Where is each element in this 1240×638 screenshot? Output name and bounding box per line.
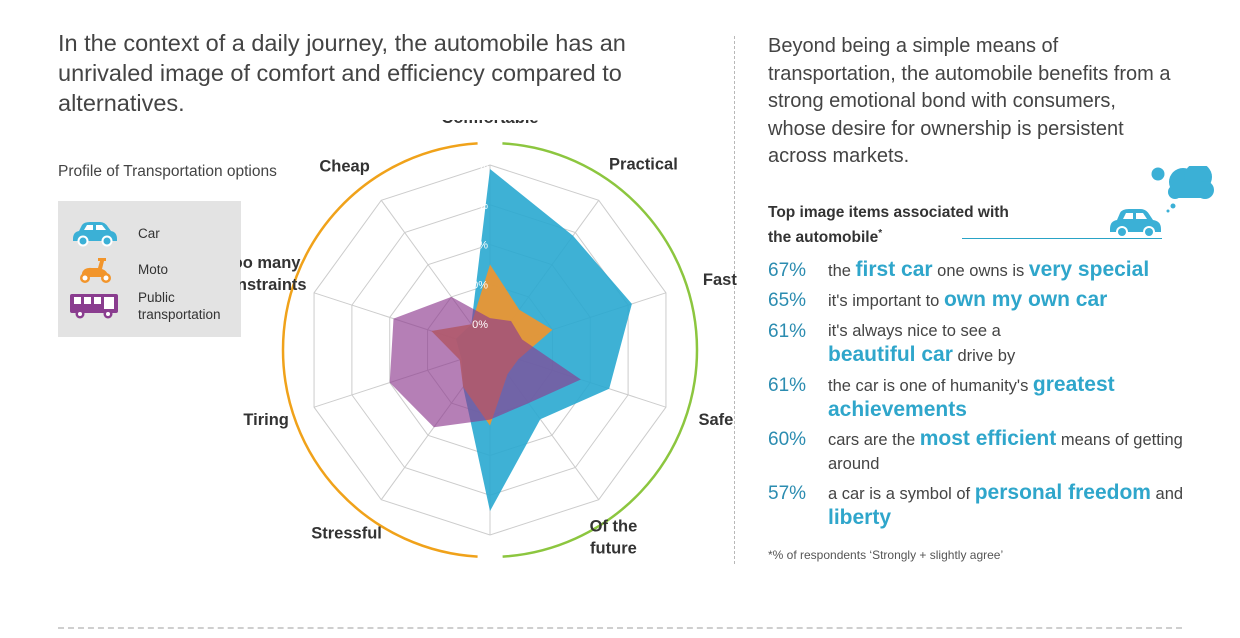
- car-thinking-icon: [1110, 166, 1214, 238]
- highlight-text: own my own car: [943, 288, 1108, 311]
- stat-phrase: the: [828, 262, 856, 280]
- stat-phrase: drive by: [952, 347, 1016, 365]
- car-icon: [73, 222, 117, 247]
- axis-label: Comfortable: [441, 120, 538, 127]
- legend-label: Public transportation: [138, 290, 221, 322]
- positive-arc: [502, 142, 699, 558]
- stat-text: it's important to own my own car: [828, 288, 1208, 313]
- stat-text: it's always nice to see a beautiful car …: [828, 319, 1208, 368]
- stat-phrase: the car is one of humanity's: [828, 377, 1033, 395]
- axis-label-line: Cheap: [319, 157, 369, 175]
- intro-text: Beyond being a simple means of transport…: [768, 35, 1171, 167]
- axis-label-line: Safe: [698, 411, 733, 429]
- highlight-text: greatest achievements: [828, 373, 1115, 421]
- axis-label: Fast: [703, 271, 737, 289]
- legend: Car Moto Public transportation: [58, 201, 241, 337]
- title-underline: [962, 238, 1162, 239]
- footnote-mark: *: [878, 228, 883, 239]
- footnote: *% of respondents ‘Strongly + slightly a…: [768, 548, 1004, 562]
- highlight-text: most efficient: [919, 427, 1057, 450]
- highlight-text: personal freedom: [974, 481, 1151, 504]
- stat-text: the car is one of humanity's greatest ac…: [828, 373, 1208, 423]
- stat-phrase: it's always nice to see a: [828, 322, 1001, 340]
- vertical-divider: [734, 36, 735, 564]
- legend-item-car: Car: [58, 217, 241, 251]
- stat-phrase: it's important to: [828, 292, 944, 310]
- series-car: [455, 168, 632, 512]
- stat-percent: 67%: [768, 260, 807, 281]
- scooter-icon: [80, 258, 111, 283]
- axis-label-line: Of the: [590, 518, 638, 536]
- stat-percent: 65%: [768, 290, 807, 311]
- top-items-title-text: Top image items associated with the auto…: [768, 204, 1009, 247]
- axis-label: Cheap: [319, 157, 369, 175]
- axis-label-line: Too many: [240, 254, 301, 272]
- stat-phrase: a car is a symbol of: [828, 485, 975, 503]
- bus-icon: [70, 294, 118, 319]
- axis-label-line: Practical: [609, 155, 678, 173]
- tick-label: 80%: [466, 160, 488, 172]
- axis-label: Safe: [698, 411, 733, 429]
- highlight-text: first car: [855, 258, 933, 281]
- axis-label: Practical: [609, 155, 678, 173]
- cloud-icon: [1151, 167, 1165, 181]
- stat-text: the first car one owns is very special: [828, 258, 1208, 283]
- stat-text: cars are the most efficient means of get…: [828, 427, 1208, 476]
- tick-label: 40%: [466, 240, 488, 252]
- negative-arc: [281, 142, 478, 558]
- legend-label: Moto: [138, 262, 169, 277]
- axis-label: Too many constraints: [240, 254, 307, 294]
- tick-label: 0%: [472, 319, 488, 331]
- axis-label-line: Comfortable: [441, 120, 538, 127]
- headline: In the context of a daily journey, the a…: [58, 30, 626, 116]
- stat-text: a car is a symbol of personal freedom an…: [828, 481, 1208, 531]
- radar-chart: 0% 20% 40% 60% 80% ComfortablePracticalFastSa…: [240, 120, 737, 558]
- highlight-text: liberty: [828, 506, 892, 529]
- bottom-divider: [58, 627, 1182, 629]
- legend-item-moto: Moto: [58, 253, 241, 287]
- stat-percent: 57%: [768, 483, 807, 504]
- chart-subtitle: Profile of Transportation options: [58, 163, 277, 180]
- stat-phrase: cars are the: [828, 431, 920, 449]
- highlight-text: beautiful car: [828, 343, 953, 366]
- axis-label: Of the future: [590, 518, 638, 558]
- tick-label: 20%: [466, 279, 488, 291]
- stat-phrase: one owns is: [932, 262, 1029, 280]
- axis-label-line: Stressful: [311, 525, 382, 543]
- axis-label-line: future: [590, 540, 637, 558]
- axis-label-line: Fast: [703, 271, 737, 289]
- highlight-text: very special: [1028, 258, 1150, 281]
- stat-percent: 61%: [768, 375, 807, 396]
- legend-item-public-transportation: Public transportation: [58, 289, 241, 323]
- stat-phrase: means of getting around: [828, 431, 1183, 473]
- top-items-title: Top image items associated with the auto…: [768, 202, 1028, 248]
- stat-percent: 61%: [768, 321, 807, 342]
- car-icon: [1110, 209, 1161, 238]
- stat-phrase: and: [1150, 485, 1184, 503]
- tick-label: 60%: [466, 200, 488, 212]
- legend-label: Car: [138, 226, 160, 241]
- series-public-transportation: [389, 296, 581, 428]
- axis-label: Stressful: [311, 525, 382, 543]
- stat-percent: 60%: [768, 429, 807, 450]
- axis-label-line: Tiring: [243, 411, 289, 429]
- axis-label: Tiring: [243, 411, 289, 429]
- axis-label-line: constraints: [240, 276, 307, 294]
